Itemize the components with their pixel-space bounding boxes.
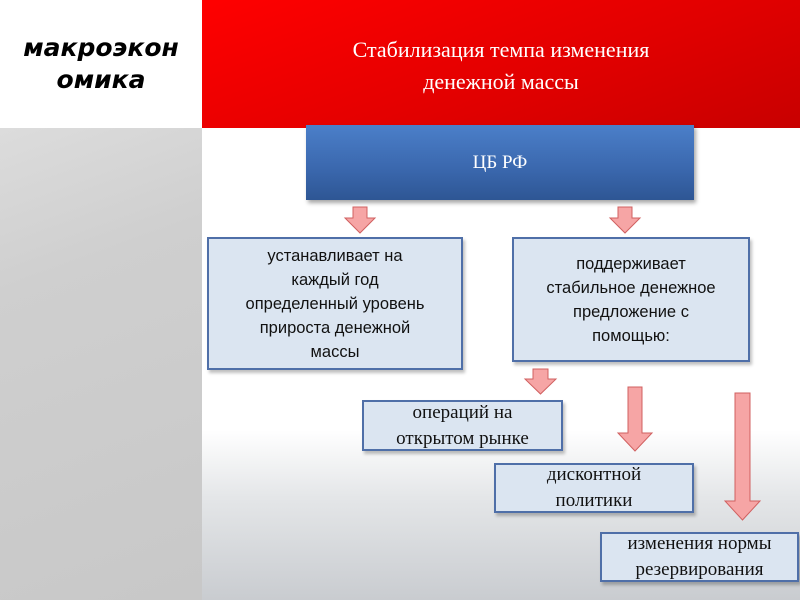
text-line: помощью: (592, 326, 670, 345)
gray-side-panel (0, 128, 202, 600)
text-line: изменения нормы (627, 533, 772, 554)
text-line: дисконтной (546, 464, 642, 485)
text-line: прироста денежной (259, 318, 411, 337)
text-line: массы (310, 342, 360, 361)
text-line: операций на (412, 401, 513, 423)
logo-line: макроэкон (23, 33, 179, 62)
text-line: устанавливает на (267, 246, 403, 265)
arrow-down-icon (343, 206, 377, 234)
logo-text: макроэкон омика (0, 0, 202, 128)
arrow-down-icon (608, 206, 642, 234)
title-line: Стабилизация темпа изменения (352, 37, 650, 62)
tool-discount-policy: дисконтной политики (494, 463, 694, 513)
text-line: резервирования (635, 559, 764, 580)
logo-line: омика (56, 65, 146, 94)
arrow-down-icon (723, 392, 762, 521)
text-line: стабильное денежное (546, 278, 716, 297)
tool-open-market: операций на открытом рынке (362, 400, 563, 451)
arrow-down-icon (523, 368, 558, 395)
text-line: предложение с (573, 302, 689, 321)
text-line: каждый год (291, 270, 379, 289)
text-line: открытом рынке (396, 427, 529, 449)
text-line: поддерживает (576, 254, 686, 273)
text-line: определенный уровень (245, 294, 425, 313)
text-line: политики (555, 490, 633, 511)
tool-reserve-ratio: изменения нормы резервирования (600, 532, 799, 582)
policy-box-stable: поддерживает стабильное денежное предлож… (512, 237, 750, 362)
arrow-down-icon (616, 386, 654, 452)
slide-title: Стабилизация темпа изменения денежной мас… (202, 0, 800, 128)
central-bank-box: ЦБ РФ (306, 125, 694, 200)
title-line: денежной массы (423, 69, 579, 94)
policy-box-level: устанавливает на каждый год определенный… (207, 237, 463, 370)
central-bank-label: ЦБ РФ (472, 151, 528, 173)
